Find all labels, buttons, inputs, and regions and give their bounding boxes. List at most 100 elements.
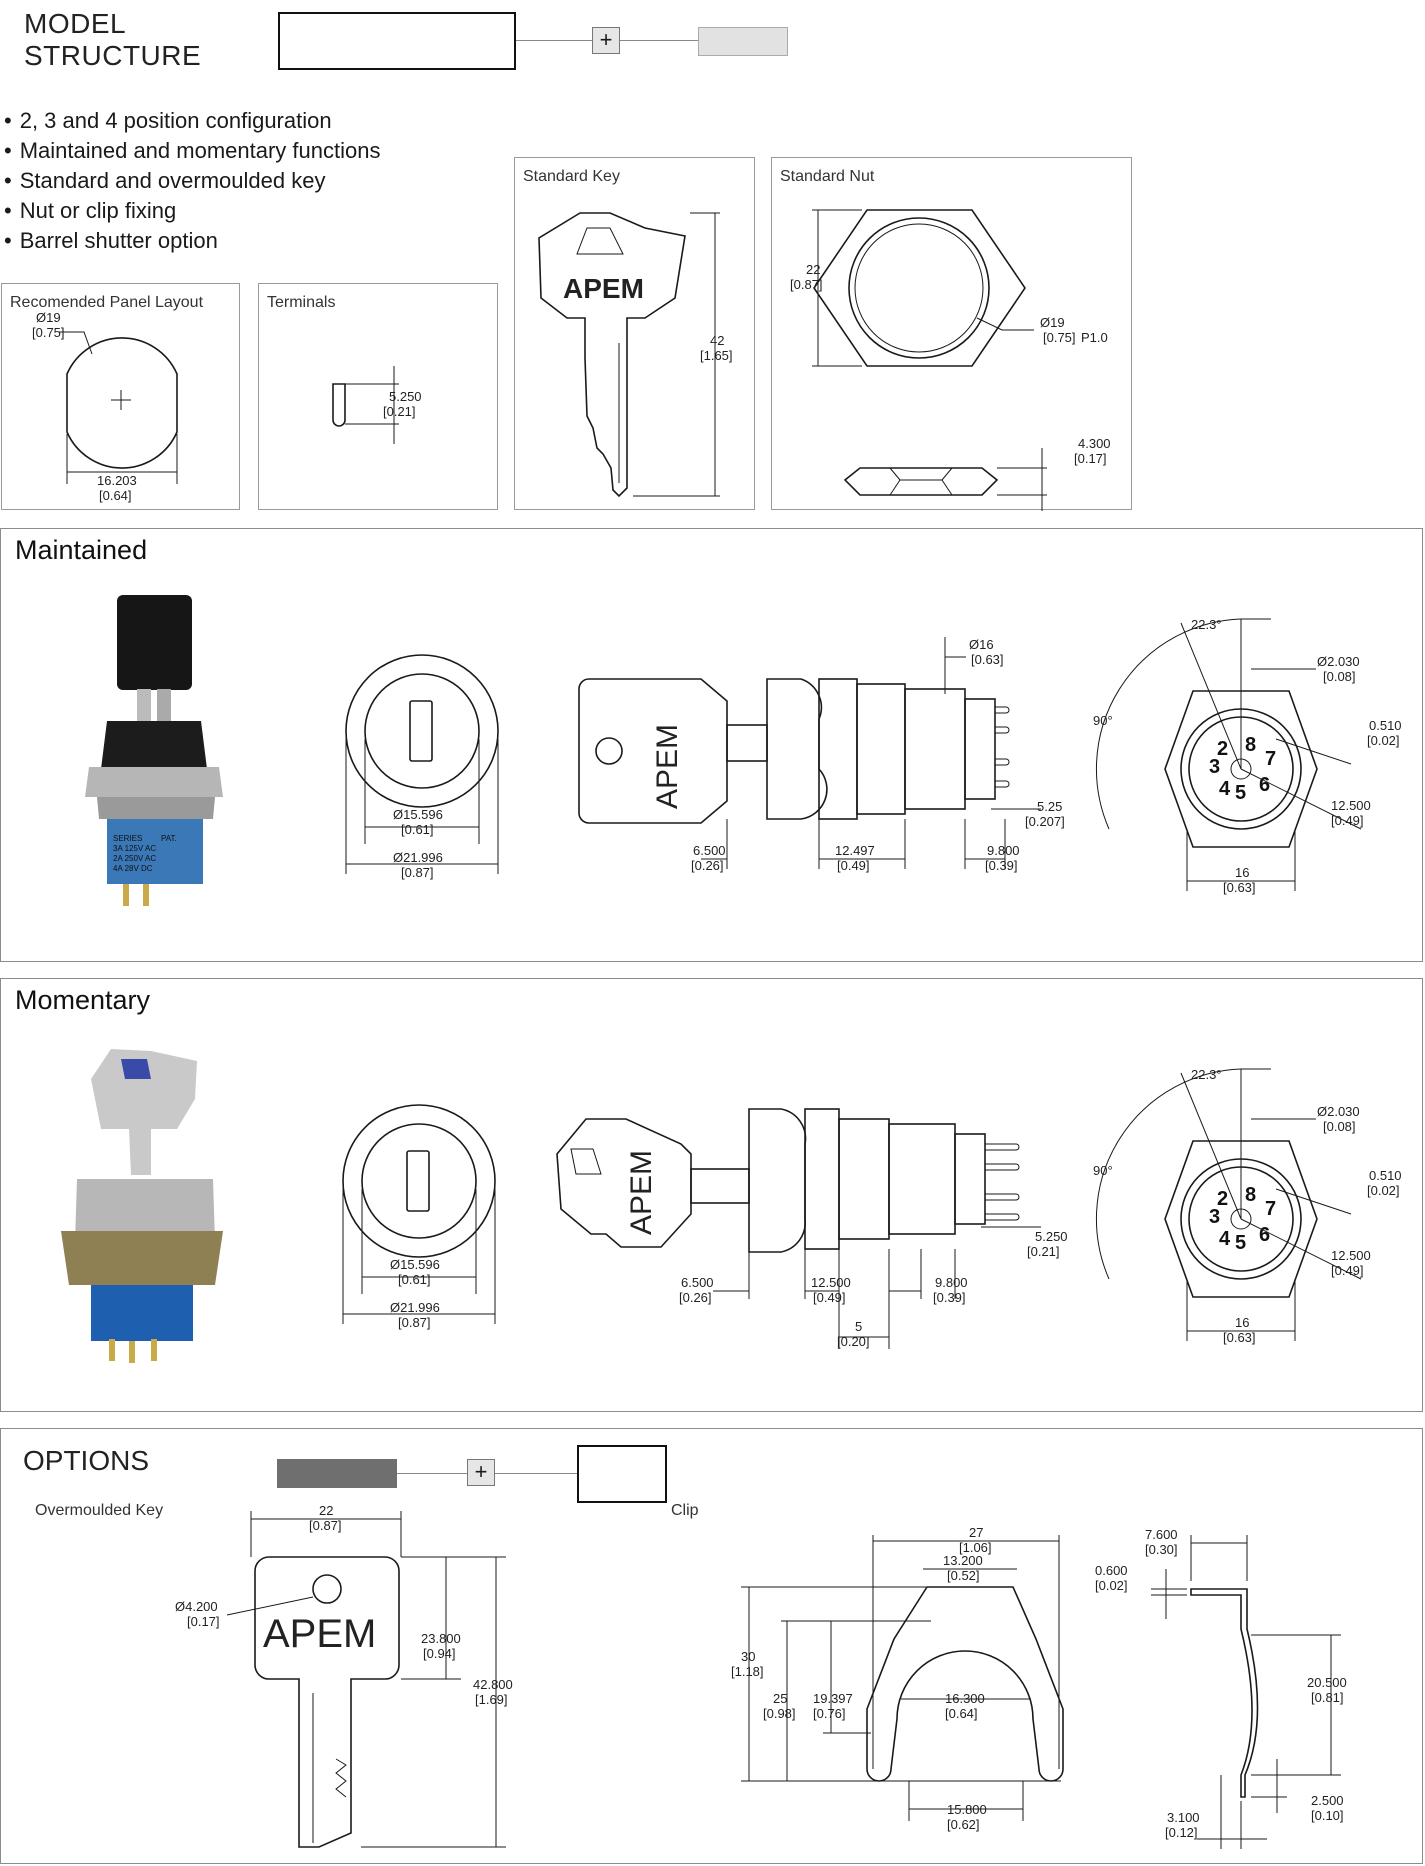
svg-text:8: 8 — [1245, 734, 1256, 756]
dim-label: [0.87] — [309, 1518, 342, 1533]
clip-side-drawing: 7.600 [0.30] 0.600 [0.02] 20.500 [0.81] … — [1095, 1527, 1347, 1849]
dim-label: 0.510 — [1369, 1168, 1402, 1183]
option-key-field[interactable] — [277, 1459, 397, 1488]
dim-label: 5.250 — [1035, 1229, 1068, 1244]
standard-key-title: Standard Key — [523, 168, 620, 185]
dim-label: Ø16 — [969, 637, 994, 652]
dim-label: [1.18] — [731, 1664, 764, 1679]
dim-label: 5.25 — [1037, 799, 1062, 814]
dim-label: [0.87] — [398, 1315, 431, 1330]
dim-label: 4.300 — [1078, 436, 1111, 451]
dim-label: 90° — [1093, 713, 1113, 728]
dim-label: [0.26] — [691, 858, 724, 873]
terminals-box: Terminals 5.250 [0.21] — [258, 283, 498, 510]
svg-text:7: 7 — [1265, 1198, 1276, 1220]
dim-label: 16.203 — [97, 473, 137, 488]
dim-label: 12.500 — [811, 1275, 851, 1290]
dim-label: 22 — [319, 1503, 333, 1518]
key-brand-label: APEM — [563, 273, 644, 304]
dim-label: [0.64] — [945, 1706, 978, 1721]
dim-label: [0.02] — [1095, 1578, 1128, 1593]
overmoulded-key-drawing: APEM 22 [0.87] Ø4.200 [0.17] 23.800 [0.9… — [175, 1503, 513, 1848]
dim-label: [0.08] — [1323, 669, 1356, 684]
dim-label: 16 — [1235, 865, 1249, 880]
dim-label: 16 — [1235, 1315, 1249, 1330]
dim-label: 6.500 — [693, 843, 726, 858]
dim-label: 13.200 — [943, 1553, 983, 1568]
feature-item: Standard and overmoulded key — [4, 166, 380, 196]
dim-label: 2.500 — [1311, 1793, 1344, 1808]
standard-key-drawing: APEM 42 [1.65] — [538, 212, 733, 498]
option-clip-field[interactable] — [577, 1445, 667, 1503]
momentary-drawings: Ø15.596 [0.61] Ø21.996 [0.87] APEM — [61, 1049, 1402, 1363]
panel-layout-title: Recomended Panel Layout — [10, 294, 204, 311]
dim-label: [0.49] — [1331, 813, 1364, 828]
dim-label: [0.02] — [1367, 733, 1400, 748]
dim-label: Ø15.596 — [390, 1257, 440, 1272]
key-brand-label: APEM — [651, 724, 684, 809]
dim-label: Ø21.996 — [390, 1300, 440, 1315]
dim-label: 25 — [773, 1691, 787, 1706]
momentary-product-photo — [61, 1049, 223, 1363]
svg-text:3: 3 — [1209, 1206, 1220, 1228]
dim-label: [0.26] — [679, 1290, 712, 1305]
svg-text:4: 4 — [1219, 1228, 1231, 1250]
svg-text:2: 2 — [1217, 738, 1228, 760]
svg-text:8: 8 — [1245, 1184, 1256, 1206]
terminals-title: Terminals — [267, 294, 336, 311]
dim-label: [0.81] — [1311, 1690, 1344, 1705]
plus-sign: + — [592, 27, 620, 54]
dim-label: [0.63] — [1223, 1330, 1256, 1345]
overmoulded-key-title: Overmoulded Key — [35, 1502, 164, 1519]
dim-label: [0.94] — [423, 1646, 456, 1661]
dim-label: Ø2.030 — [1317, 654, 1360, 669]
terminals-drawing: 5.250 [0.21] — [332, 366, 422, 444]
dim-label: 30 — [741, 1649, 755, 1664]
dim-label: [0.87] — [790, 277, 823, 292]
dim-label: [0.21] — [383, 404, 416, 419]
dim-label: 23.800 — [421, 1631, 461, 1646]
dim-label: 6.500 — [681, 1275, 714, 1290]
svg-text:6: 6 — [1259, 774, 1270, 796]
dim-label: [0.52] — [947, 1568, 980, 1583]
svg-text:6: 6 — [1259, 1224, 1270, 1246]
dim-label: 3.100 — [1167, 1810, 1200, 1825]
dim-label: [0.207] — [1025, 814, 1065, 829]
feature-item: Barrel shutter option — [4, 226, 380, 256]
options-drawings: APEM 22 [0.87] Ø4.200 [0.17] 23.800 [0.9… — [175, 1503, 1347, 1849]
option-field-box[interactable] — [698, 27, 788, 56]
dim-label: [0.49] — [837, 858, 870, 873]
dim-label: Ø19 — [1040, 315, 1065, 330]
momentary-title: Momentary — [15, 985, 151, 1015]
dim-label: [0.49] — [813, 1290, 846, 1305]
dim-label: [0.17] — [187, 1614, 220, 1629]
dim-label: 90° — [1093, 1163, 1113, 1178]
dim-label: 15.800 — [947, 1802, 987, 1817]
dim-label: [0.08] — [1323, 1119, 1356, 1134]
dim-label: [0.21] — [1027, 1244, 1060, 1259]
plus-sign: + — [467, 1459, 495, 1486]
photo-text: 3A 125V AC — [113, 844, 156, 853]
svg-text:7: 7 — [1265, 748, 1276, 770]
maintained-drawings: SERIES PAT. 3A 125V AC 2A 250V AC 4A 28V… — [85, 595, 1402, 906]
feature-item: 2, 3 and 4 position configuration — [4, 106, 380, 136]
dim-label: [0.39] — [985, 858, 1018, 873]
dim-label: [0.63] — [1223, 880, 1256, 895]
dim-label: [0.64] — [99, 488, 132, 503]
svg-text:3: 3 — [1209, 756, 1220, 778]
options-title: OPTIONS — [23, 1445, 150, 1476]
dim-label: [0.61] — [401, 822, 434, 837]
momentary-front-view: Ø15.596 [0.61] Ø21.996 [0.87] — [342, 1104, 496, 1330]
model-field-box[interactable] — [278, 12, 516, 70]
connector-line — [397, 1473, 467, 1474]
dim-label: [0.87] — [401, 865, 434, 880]
standard-nut-drawing: 22 [0.87] Ø19 [0.75] P1.0 4.300 [0.17] — [790, 209, 1111, 511]
dim-label: Ø4.200 — [175, 1599, 218, 1614]
momentary-section: Momentary Ø15.596 [0.61] Ø21.996 [0.87] — [0, 978, 1423, 1412]
photo-text: 2A 250V AC — [113, 854, 156, 863]
dim-label: [0.02] — [1367, 1183, 1400, 1198]
dim-label: Ø2.030 — [1317, 1104, 1360, 1119]
momentary-rear-view: 3 2 8 7 6 5 4 22.3° 90° Ø2.030 [0.08] 0.… — [1093, 1067, 1402, 1345]
dim-label: P1.0 — [1081, 330, 1108, 345]
dim-label: 5.250 — [389, 389, 422, 404]
